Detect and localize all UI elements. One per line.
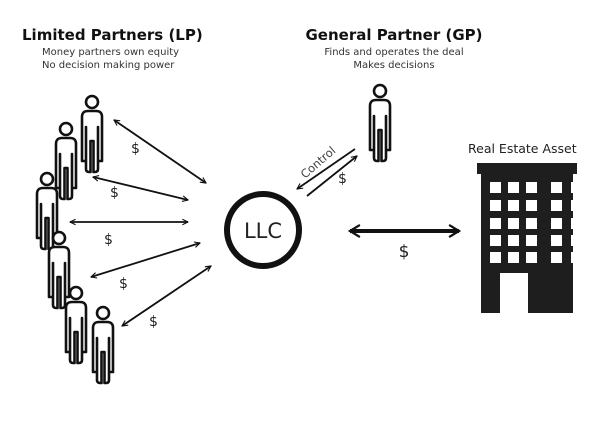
lp-person-icon <box>91 305 115 385</box>
lp-llc-arrow <box>91 243 200 277</box>
lp-money-label: $ <box>119 276 128 292</box>
lp-llc-arrow <box>93 177 188 200</box>
gp-money-label: $ <box>338 171 347 187</box>
gp-person-icon <box>368 83 392 163</box>
llc-node: LLC <box>224 191 302 269</box>
asset-money-label: $ <box>399 242 410 262</box>
lp-money-label: $ <box>104 232 113 248</box>
lp-money-label: $ <box>110 185 119 201</box>
gp-money-arrow <box>306 156 357 197</box>
gp-description-line: Finds and operates the deal <box>324 47 464 58</box>
lp-person-icon <box>64 285 88 365</box>
lp-llc-arrow <box>122 265 211 327</box>
lp-description-line: Money partners own equity <box>42 47 180 58</box>
asset-title: Real Estate Asset <box>468 141 577 156</box>
lp-person-icon <box>80 94 104 174</box>
building-icon <box>477 163 577 313</box>
llc-label: LLC <box>244 219 282 243</box>
lp-money-label: $ <box>131 141 140 157</box>
gp-description-line: Makes decisions <box>353 60 435 71</box>
gp-description: Finds and operates the deal Makes decisi… <box>300 46 488 72</box>
lp-llc-arrow <box>114 119 206 184</box>
lp-description: Money partners own equity No decision ma… <box>42 46 179 72</box>
lp-money-label: $ <box>149 314 158 330</box>
gp-control-arrow <box>297 148 356 190</box>
gp-title: General Partner (GP) <box>305 26 483 44</box>
lp-title: Limited Partners (LP) <box>22 26 203 44</box>
lp-person-icon <box>54 121 78 201</box>
lp-description-line: No decision making power <box>42 60 175 71</box>
